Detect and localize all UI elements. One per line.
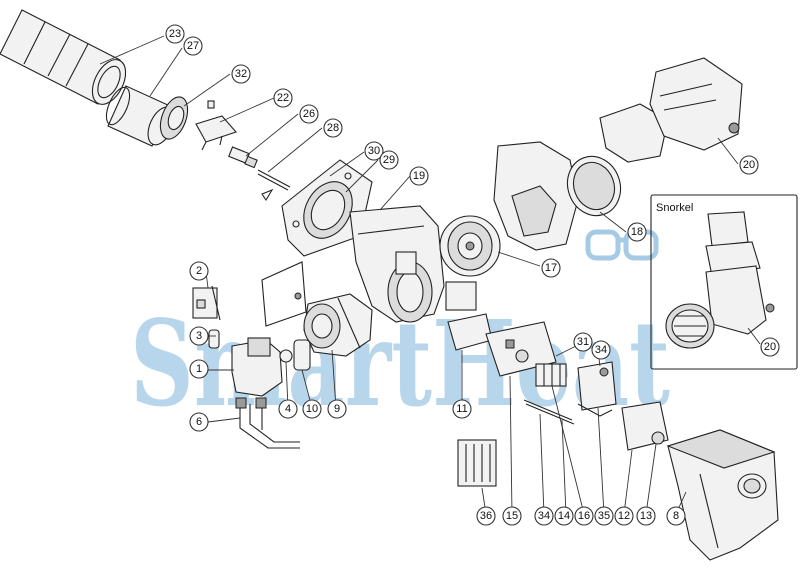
callout-26: 26 xyxy=(299,104,319,124)
svg-text:1: 1 xyxy=(196,363,202,375)
callout-35: 35 xyxy=(594,506,614,526)
blast-tube-part xyxy=(0,9,127,105)
svg-text:30: 30 xyxy=(368,145,380,157)
callout-4: 4 xyxy=(278,399,298,419)
callout-12: 12 xyxy=(614,506,634,526)
rod-part xyxy=(257,169,291,202)
callout-16: 16 xyxy=(574,506,594,526)
svg-text:9: 9 xyxy=(334,403,340,415)
air-ring-part xyxy=(566,155,622,217)
air-intake-cover-part xyxy=(599,57,743,163)
callout-17: 17 xyxy=(541,258,561,278)
callout-19: 19 xyxy=(409,166,429,186)
svg-text:29: 29 xyxy=(383,154,395,166)
callout-2: 2 xyxy=(189,261,209,281)
svg-text:4: 4 xyxy=(285,403,291,415)
capacitor-part xyxy=(445,281,493,351)
electrode-bracket-part xyxy=(195,115,237,151)
callout-8: 8 xyxy=(666,506,686,526)
snorkel-inset-frame xyxy=(650,194,798,370)
svg-text:2: 2 xyxy=(196,265,202,277)
ignition-transformer-part xyxy=(577,361,617,411)
fan-wheel-part xyxy=(439,215,501,277)
callout-13: 13 xyxy=(636,506,656,526)
oil-hoses-part xyxy=(235,397,300,449)
svg-text:23: 23 xyxy=(169,28,181,40)
motor-part xyxy=(303,293,373,357)
svg-text:8: 8 xyxy=(673,510,679,522)
svg-text:36: 36 xyxy=(480,510,492,522)
svg-text:31: 31 xyxy=(577,336,589,348)
callouts: 23 27 32 22 26 28 30 29 19 17 18 20 20 2… xyxy=(165,24,780,526)
callout-27: 27 xyxy=(183,36,203,56)
svg-text:28: 28 xyxy=(327,122,339,134)
svg-text:26: 26 xyxy=(303,108,315,120)
callout-14: 14 xyxy=(554,506,574,526)
svg-text:16: 16 xyxy=(578,510,590,522)
svg-text:6: 6 xyxy=(196,416,202,428)
terminal-strip-part xyxy=(535,363,567,387)
callout-10: 10 xyxy=(302,399,322,419)
svg-text:20: 20 xyxy=(743,159,755,171)
svg-text:22: 22 xyxy=(277,92,289,104)
svg-text:15: 15 xyxy=(506,510,518,522)
svg-text:34: 34 xyxy=(595,344,607,356)
mounting-bracket-part xyxy=(261,261,307,327)
svg-text:27: 27 xyxy=(187,40,199,52)
callout-1: 1 xyxy=(189,359,209,379)
callout-18: 18 xyxy=(627,222,647,242)
snorkel-title: Snorkel xyxy=(656,202,693,214)
callout-31: 31 xyxy=(573,332,593,352)
svg-text:35: 35 xyxy=(598,510,610,522)
svg-text:12: 12 xyxy=(618,510,630,522)
flange-part xyxy=(159,96,215,140)
svg-text:19: 19 xyxy=(413,170,425,182)
svg-text:14: 14 xyxy=(558,510,570,522)
nozzle-holder-part xyxy=(228,146,258,169)
cables-part xyxy=(523,399,613,425)
svg-text:3: 3 xyxy=(196,330,202,342)
callout-29: 29 xyxy=(379,150,399,170)
svg-text:13: 13 xyxy=(640,510,652,522)
svg-text:34: 34 xyxy=(538,510,550,522)
callout-34-upper: 34 xyxy=(591,340,611,360)
callout-30: 30 xyxy=(364,141,384,161)
svg-text:20: 20 xyxy=(764,341,776,353)
glasses-logo-icon xyxy=(585,229,659,261)
leader-lines xyxy=(99,35,761,515)
svg-text:11: 11 xyxy=(456,403,467,415)
callout-15: 15 xyxy=(502,506,522,526)
solenoid-coil-part xyxy=(192,285,221,321)
burner-housing-part xyxy=(349,205,445,323)
callout-36: 36 xyxy=(476,506,496,526)
svg-text:17: 17 xyxy=(545,262,557,274)
svg-text:18: 18 xyxy=(631,226,643,238)
callout-28: 28 xyxy=(323,118,343,138)
terminal-plate-part xyxy=(485,321,557,377)
fitting-part xyxy=(208,329,220,349)
callout-22: 22 xyxy=(273,88,293,108)
callout-32: 32 xyxy=(231,64,251,84)
connector-plug-part xyxy=(457,439,497,487)
air-inlet-volute-part xyxy=(493,141,579,251)
control-box-part xyxy=(621,401,669,451)
callout-23: 23 xyxy=(165,24,185,44)
callout-20-inset: 20 xyxy=(760,337,780,357)
callout-34-lower: 34 xyxy=(534,506,554,526)
callout-20-top: 20 xyxy=(739,155,759,175)
callout-3: 3 xyxy=(189,326,209,346)
oil-pump-part xyxy=(231,337,283,397)
snorkel-inset: Snorkel xyxy=(650,194,798,370)
svg-text:10: 10 xyxy=(306,403,318,415)
burner-cover-part xyxy=(666,429,779,561)
callout-11: 11 xyxy=(452,399,472,419)
callout-6: 6 xyxy=(189,412,209,432)
gasket-plate-part xyxy=(281,159,373,257)
callout-9: 9 xyxy=(327,399,347,419)
svg-text:32: 32 xyxy=(235,68,247,80)
